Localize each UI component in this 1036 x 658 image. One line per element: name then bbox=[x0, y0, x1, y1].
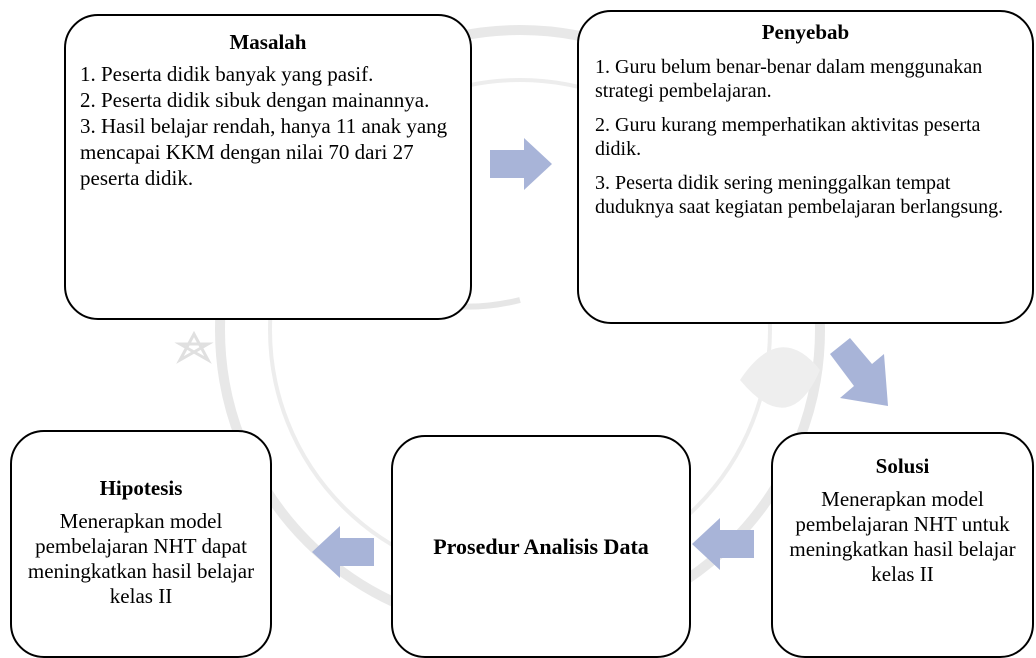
masalah-title: Masalah bbox=[229, 30, 307, 54]
arrow-right-icon bbox=[490, 138, 552, 190]
hipotesis-box: Hipotesis Menerapkan model pembelajaran … bbox=[10, 430, 272, 658]
arrow-down-icon bbox=[830, 338, 888, 406]
penyebab-item: 3. Peserta didik sering meninggalkan tem… bbox=[595, 172, 1004, 218]
arrow-left-icon bbox=[692, 518, 754, 570]
penyebab-item: 1. Guru belum benar-benar dalam mengguna… bbox=[595, 56, 983, 102]
penyebab-item: 2. Guru kurang memperhatikan aktivitas p… bbox=[595, 114, 981, 160]
solusi-text: Menerapkan model pembelajaran NHT untuk … bbox=[789, 487, 1016, 586]
masalah-item: 3. Hasil belajar rendah, hanya 11 anak y… bbox=[80, 114, 448, 190]
masalah-box: Masalah 1. Peserta didik banyak yang pas… bbox=[64, 14, 472, 320]
prosedur-title: Prosedur Analisis Data bbox=[433, 534, 649, 559]
masalah-item: 2. Peserta didik sibuk dengan mainannya. bbox=[80, 88, 430, 112]
solusi-box: Solusi Menerapkan model pembelajaran NHT… bbox=[771, 432, 1034, 658]
solusi-title: Solusi bbox=[875, 454, 930, 478]
hipotesis-title: Hipotesis bbox=[99, 476, 183, 500]
prosedur-box: Prosedur Analisis Data bbox=[391, 435, 691, 658]
arrow-left-icon bbox=[312, 526, 374, 578]
hipotesis-text: Menerapkan model pembelajaran NHT dapat … bbox=[27, 509, 255, 608]
penyebab-box: Penyebab 1. Guru belum benar-benar dalam… bbox=[577, 10, 1034, 324]
penyebab-title: Penyebab bbox=[761, 20, 850, 44]
masalah-item: 1. Peserta didik banyak yang pasif. bbox=[80, 62, 374, 86]
